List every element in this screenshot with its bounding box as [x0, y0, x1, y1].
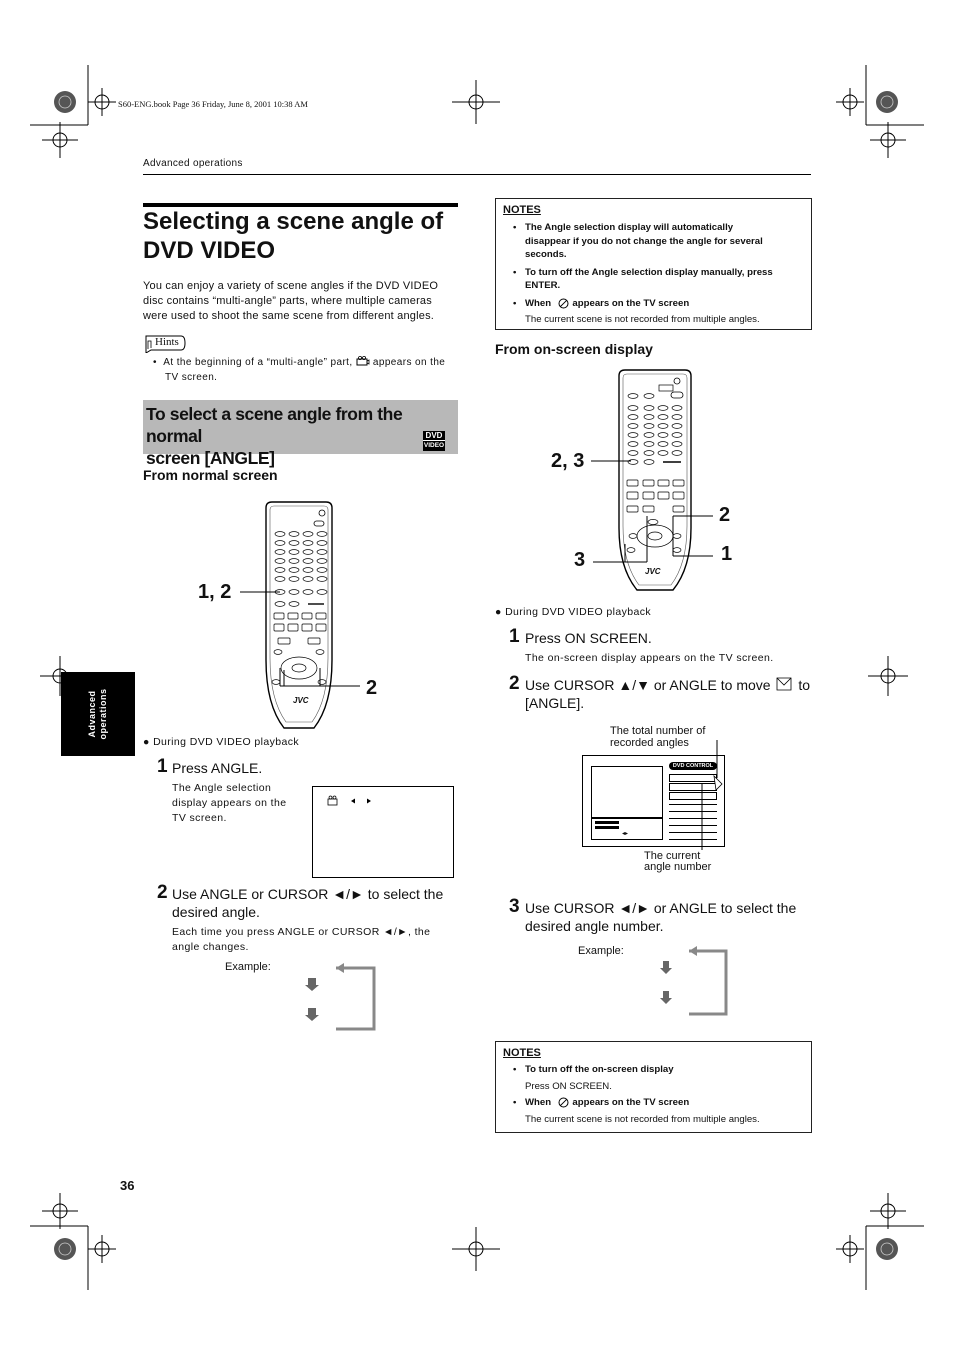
callout-2-3: 2, 3 — [551, 450, 585, 472]
angle-selection-display — [312, 786, 454, 878]
current-angle-label: The current angle number — [644, 850, 712, 873]
dvd-control-label: DVD CONTROL — [669, 762, 717, 770]
step3-text-right: Use CURSOR ◄/► or ANGLE to select the de… — [525, 900, 797, 934]
notes-title-2: NOTES — [503, 1047, 541, 1059]
step2-number-right: 2 — [509, 673, 520, 694]
step1-text-right: Press ON SCREEN. — [525, 630, 652, 646]
status-area: ◂▸ — [591, 818, 663, 840]
side-tab-line1: Advanced — [87, 690, 97, 738]
step2-text-left: Use ANGLE or CURSOR ◄/► to select the de… — [172, 886, 444, 920]
step1-desc-left: The Angle selection display appears on t… — [172, 782, 287, 824]
notes-box-1: NOTES • The Angle selection display will… — [495, 198, 812, 330]
callout-2-left: 2 — [366, 677, 378, 699]
remote-control-illustration — [265, 501, 333, 729]
right-callout-lines — [591, 460, 713, 563]
notes-box-2: NOTES • To turn off the on-screen displa… — [495, 1041, 812, 1133]
header-rule — [143, 174, 811, 175]
during-playback-left: ● During DVD VIDEO playback — [143, 736, 300, 748]
example-label-left: Example: — [225, 961, 271, 973]
page-number: 36 — [120, 1178, 135, 1193]
step1-text-left: Press ANGLE. — [172, 760, 263, 776]
section-band: To select a scene angle from the normal … — [143, 400, 458, 468]
file-info: S60-ENG.book Page 36 Friday, June 8, 200… — [118, 99, 308, 109]
remote-brand-logo-right: JVC — [645, 567, 661, 576]
dvd-video-badge: DVD VIDEO — [423, 431, 445, 451]
example-cycle-diagram-left — [305, 963, 376, 1031]
angle-icon — [356, 355, 370, 366]
step1-number-right: 1 — [509, 626, 520, 647]
side-tab: Advanced operations — [61, 672, 135, 756]
step2-desc-left: Each time you press ANGLE or CURSOR ◄/►,… — [172, 926, 431, 953]
callout-2-right: 2 — [719, 504, 731, 526]
during-playback-right: ● During DVD VIDEO playback — [495, 606, 652, 618]
step1-number-left: 1 — [157, 756, 168, 777]
notes-list-1: • The Angle selection display will autom… — [513, 222, 773, 325]
title-rule — [143, 203, 458, 207]
hints-icon: Hints — [143, 333, 187, 353]
side-tab-line2: operations — [98, 688, 108, 740]
section-header: Advanced operations — [143, 158, 243, 169]
example-label-right: Example: — [578, 945, 624, 957]
notes-list-2: • To turn off the on-screen display Pres… — [513, 1064, 760, 1125]
onscreen-callout-lines — [701, 740, 723, 850]
notes-title-1: NOTES — [503, 204, 541, 216]
prohibited-icon — [558, 1097, 569, 1108]
example-cycle-diagram-right — [660, 946, 728, 1016]
angle-menu-icon — [777, 677, 792, 691]
step2-number-left: 2 — [157, 882, 168, 903]
callout-1-2: 1, 2 — [198, 581, 232, 603]
step3-number-right: 3 — [509, 896, 520, 917]
callout-3: 3 — [574, 549, 586, 571]
hint-text: • At the beginning of a “multi-angle” pa… — [153, 355, 446, 383]
total-angles-label: The total number of recorded angles — [610, 725, 706, 749]
remote-brand-logo: JVC — [293, 696, 309, 705]
prohibited-icon — [558, 298, 569, 308]
from-onscreen-heading: From on-screen display — [495, 341, 653, 357]
step1-desc-right: The on-screen display appears on the TV … — [525, 652, 774, 664]
callout-1: 1 — [721, 543, 733, 565]
video-area — [591, 766, 663, 818]
page-title: Selecting a scene angle of DVD VIDEO — [143, 208, 444, 264]
intro-paragraph: You can enjoy a variety of scene angles … — [143, 280, 439, 322]
onscreen-display-diagram: ◂▸ DVD CONTROL — [582, 755, 725, 847]
left-callout-lines — [240, 591, 360, 687]
step2-text-right: Use CURSOR ▲/▼ or ANGLE to move to [ANGL… — [525, 677, 811, 711]
from-normal-heading: From normal screen — [143, 467, 278, 483]
